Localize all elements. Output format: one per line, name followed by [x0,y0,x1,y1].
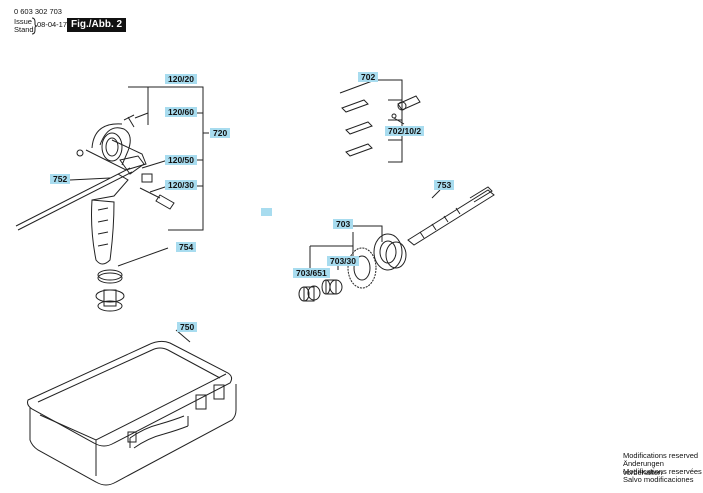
note-fr: Modifications reservées [623,467,702,476]
part-label-703: 703 [333,219,354,229]
part-label-752: 752 [50,174,71,184]
note-de: Änderungen vorbehalten [623,459,664,477]
part-label-703-651: 703/651 [293,268,330,278]
note-es: Salvo modificaciones [623,475,694,484]
part-label-750: 750 [177,322,198,332]
note-en: Modifications reserved [623,451,699,460]
part-label-754: 754 [176,242,197,252]
part-label-120-30: 120/30 [165,180,197,190]
issue-date: 08-04-17 [37,20,68,29]
part-label-702: 702 [358,72,379,82]
part-label-702-10-2: 702/10/2 [385,126,425,136]
issue-label: Issue [14,17,32,26]
part-label-720: 720 [210,128,231,138]
part-label-120-20: 120/20 [165,74,197,84]
stand-label: Stand [14,25,34,34]
part-label-703-30: 703/30 [327,256,359,266]
part-label-753: 753 [434,180,455,190]
part-label-120-50: 120/50 [165,155,197,165]
part-label-120-60: 120/60 [165,107,197,117]
doc-number: 0 603 302 703 [14,7,62,16]
figure-label: Fig./Abb. 2 [67,18,127,32]
